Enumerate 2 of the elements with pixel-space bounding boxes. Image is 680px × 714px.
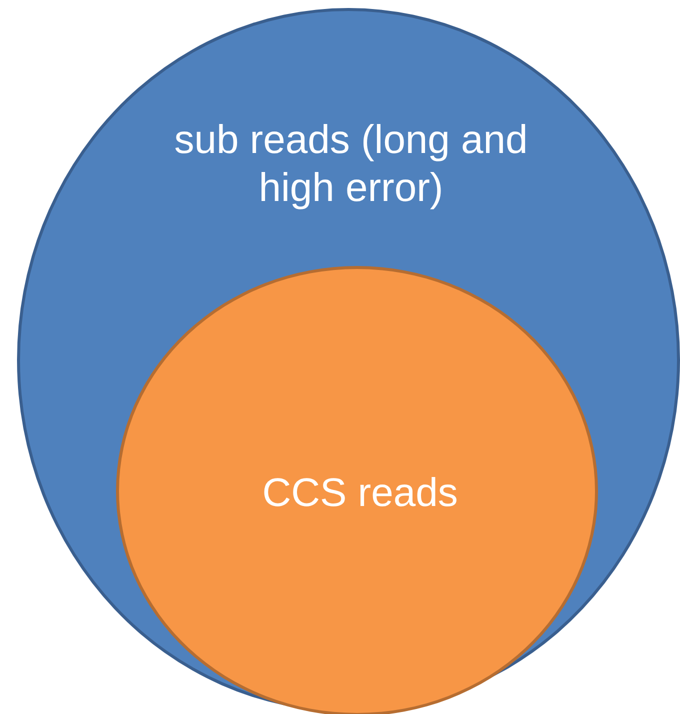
ellipse-label: sub reads (long and high error): [173, 117, 529, 212]
ellipse-label: CCS reads: [261, 470, 459, 517]
